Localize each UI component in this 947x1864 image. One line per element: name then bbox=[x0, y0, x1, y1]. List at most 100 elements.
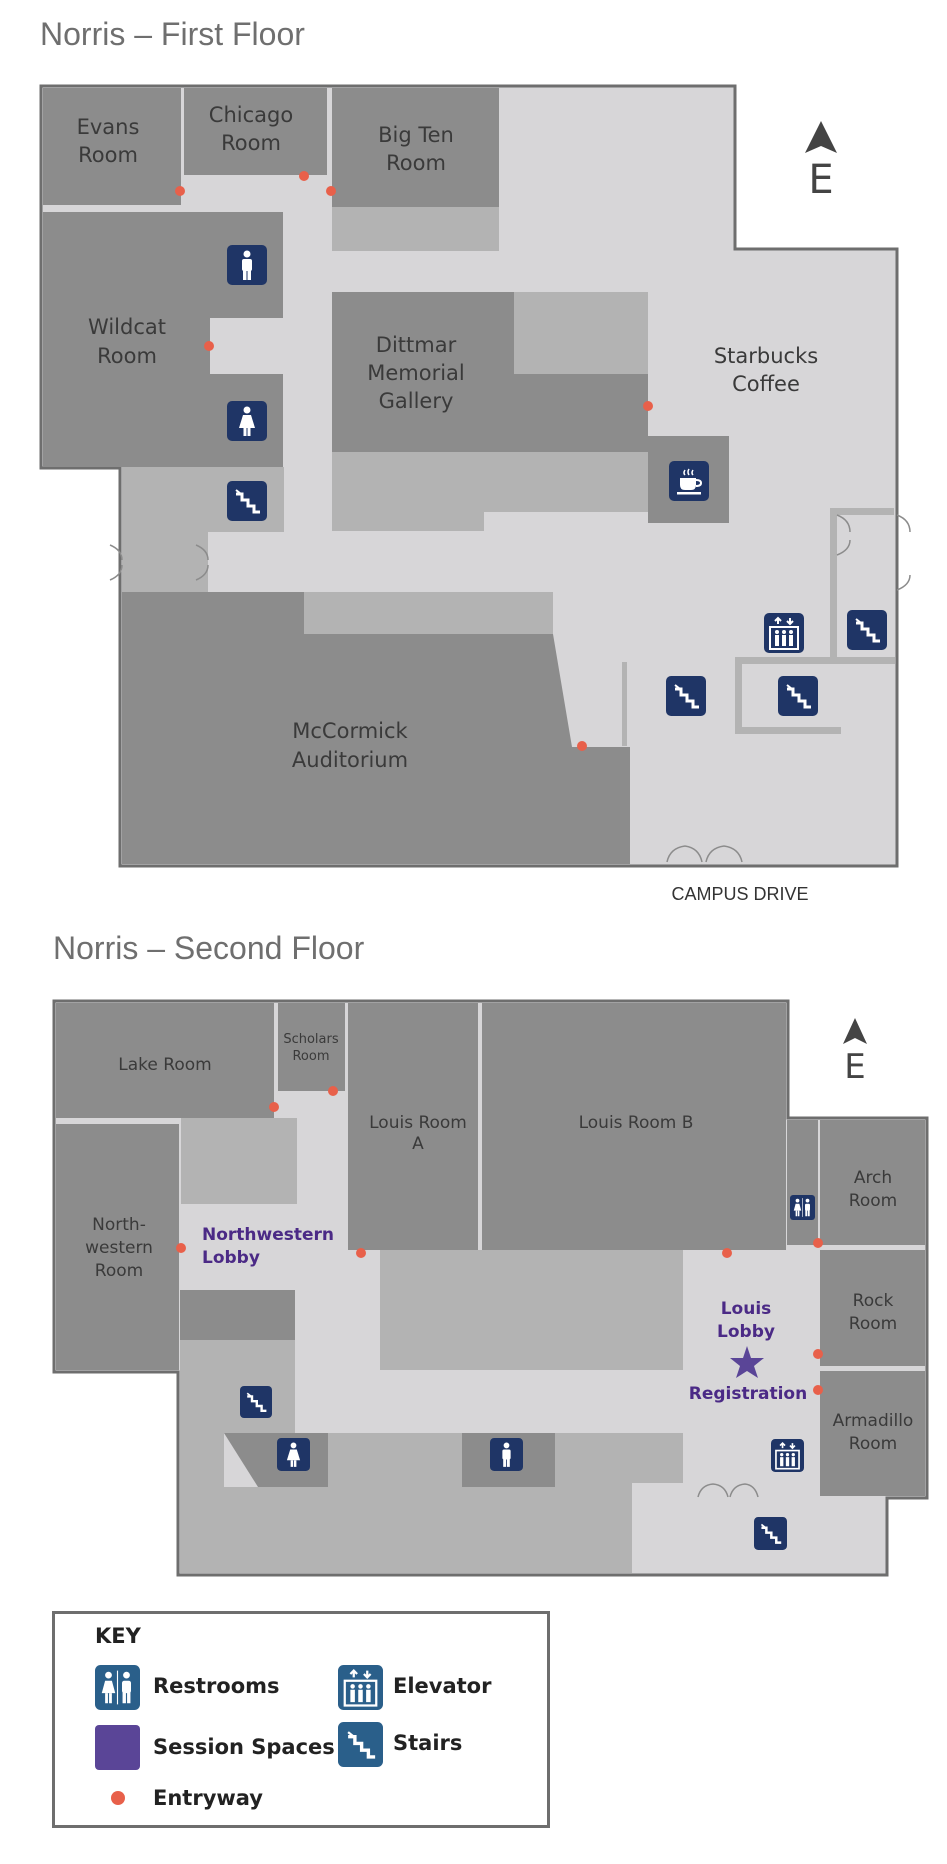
scholars-room[interactable] bbox=[278, 1003, 345, 1091]
compass-first: E bbox=[805, 121, 837, 203]
registration-label: Registration bbox=[689, 1384, 807, 1404]
north-arrow-icon bbox=[843, 1018, 867, 1044]
map-key: KEY Restrooms Elevator Session Spaces St… bbox=[52, 1611, 550, 1828]
compass-second: E bbox=[843, 1018, 867, 1087]
arch-room-label-2: Room bbox=[849, 1191, 897, 1211]
restroom-all-icon bbox=[790, 1195, 815, 1220]
arch-room[interactable] bbox=[820, 1120, 925, 1245]
restroom-women-icon bbox=[277, 1438, 310, 1471]
east-wall-1 bbox=[830, 508, 894, 515]
first-floor-title: Norris – First Floor bbox=[40, 16, 305, 52]
entryway-key-label: Entryway bbox=[153, 1786, 263, 1810]
session-spaces-swatch bbox=[95, 1725, 140, 1770]
louis-room-b[interactable] bbox=[482, 1003, 786, 1250]
scholars-room-label-2: Room bbox=[292, 1049, 329, 1064]
dittmar-wing bbox=[514, 374, 648, 452]
big-ten-room[interactable] bbox=[332, 88, 499, 207]
second-floor-title: Norris – Second Floor bbox=[53, 930, 365, 966]
interior-wall bbox=[622, 662, 627, 746]
louis-room-a-label-2: A bbox=[412, 1134, 424, 1154]
west-vestibule bbox=[122, 532, 208, 592]
big-ten-room-label-2: Room bbox=[386, 151, 446, 175]
chicago-room-label-2: Room bbox=[221, 131, 281, 155]
compass-second-label: E bbox=[844, 1047, 865, 1087]
entry-dots-first bbox=[175, 171, 653, 751]
starbucks-label-1: Starbucks bbox=[714, 344, 818, 368]
evans-room-label-2: Room bbox=[78, 143, 138, 167]
big-ten-room-label-1: Big Ten bbox=[378, 123, 454, 147]
stairs-key-icon bbox=[338, 1722, 383, 1767]
restroom-men-icon bbox=[490, 1438, 523, 1471]
scholars-room-label-1: Scholars bbox=[283, 1032, 339, 1047]
dittmar-lower bbox=[332, 452, 648, 531]
lake-room[interactable] bbox=[56, 1003, 274, 1118]
lake-room-label-1: Lake Room bbox=[118, 1055, 211, 1075]
mccormick-label-1: McCormick bbox=[292, 719, 408, 743]
rock-room[interactable] bbox=[820, 1250, 925, 1366]
louis-lobby-label-1: Louis bbox=[721, 1299, 772, 1319]
elevator-key-icon bbox=[338, 1665, 383, 1710]
stairs-icon bbox=[754, 1517, 787, 1550]
wildcat-room-label-2: Room bbox=[97, 344, 157, 368]
chicago-room[interactable] bbox=[184, 88, 327, 175]
door-symbols bbox=[109, 514, 911, 863]
louis-room-b-label: Louis Room B bbox=[579, 1113, 694, 1133]
mccormick-auditorium[interactable] bbox=[122, 592, 630, 864]
armadillo-room[interactable] bbox=[820, 1371, 925, 1496]
dittmar-annex bbox=[514, 292, 648, 374]
dittmar-gallery-label-2: Memorial bbox=[367, 361, 465, 385]
east-wall-2 bbox=[830, 508, 837, 663]
campus-drive-label: CAMPUS DRIVE bbox=[671, 884, 808, 904]
stairs-icon bbox=[240, 1386, 272, 1418]
restroom-all-block bbox=[787, 1120, 818, 1245]
evans-room[interactable] bbox=[43, 88, 181, 205]
rock-room-label-2: Room bbox=[849, 1314, 897, 1334]
starbucks-label-2: Coffee bbox=[732, 372, 800, 396]
louis-room-a[interactable] bbox=[348, 1003, 478, 1250]
louis-room-a-label-1: Louis Room bbox=[369, 1113, 467, 1133]
northwestern-room[interactable] bbox=[56, 1124, 179, 1370]
auditorium-lobby bbox=[304, 592, 553, 634]
west-stair-block bbox=[180, 1340, 295, 1433]
mccormick-label-2: Auditorium bbox=[292, 748, 408, 772]
east-wall-4 bbox=[735, 657, 742, 734]
elevator-icon bbox=[764, 613, 804, 653]
northwestern-lobby-label-1: Northwestern bbox=[202, 1225, 334, 1245]
northwestern-lobby-label-2: Lobby bbox=[202, 1248, 260, 1268]
wildcat-room[interactable] bbox=[43, 212, 210, 467]
entryway-dot-icon bbox=[111, 1791, 125, 1805]
chicago-room-label-1: Chicago bbox=[209, 103, 293, 127]
compass-first-label: E bbox=[808, 157, 833, 203]
rock-room-label-1: Rock bbox=[853, 1291, 894, 1311]
armadillo-room-label-2: Room bbox=[849, 1434, 897, 1454]
entry-dots-second bbox=[176, 1086, 823, 1395]
restrooms-key-icon bbox=[95, 1665, 140, 1710]
dittmar-gallery-label-1: Dittmar bbox=[376, 333, 457, 357]
north-arrow-icon bbox=[805, 121, 837, 153]
stairs-key-label: Stairs bbox=[393, 1731, 463, 1755]
elevator-icon bbox=[771, 1439, 804, 1472]
lake-room-label: Lake Room bbox=[118, 1055, 211, 1075]
dittmar-gallery[interactable] bbox=[332, 292, 514, 452]
elevator-key-label: Elevator bbox=[393, 1674, 492, 1698]
arch-room-label-1: Arch bbox=[854, 1168, 892, 1188]
coffee-icon bbox=[669, 461, 709, 501]
northwestern-room-label-3: Room bbox=[95, 1261, 143, 1281]
key-title: KEY bbox=[95, 1624, 141, 1648]
east-wall-5 bbox=[735, 727, 841, 734]
